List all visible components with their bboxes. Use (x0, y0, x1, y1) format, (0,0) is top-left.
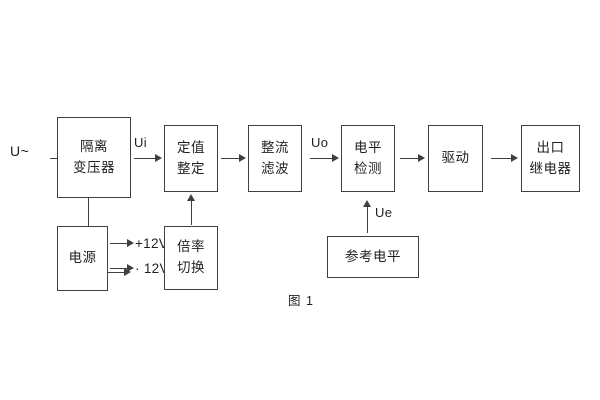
signal-label-uo: Uo (311, 135, 329, 150)
rail-positive-label: +12V (135, 236, 169, 251)
arrowhead-drive-to-relay (511, 154, 518, 162)
block-rectify-filter-line2: 滤波 (261, 160, 289, 176)
arrowhead-transformer-to-setting (155, 154, 162, 162)
link-setting-to-rectify (221, 158, 239, 159)
link-transformer-to-setting (134, 158, 155, 159)
arrowhead-rail-negative (127, 264, 134, 272)
block-level-detect: 电平 检测 (341, 125, 395, 192)
arrowhead-level-to-drive (418, 154, 425, 162)
block-power-supply-line1: 电源 (68, 250, 97, 266)
block-level-detect-line2: 检测 (354, 160, 382, 176)
rail-negative-line (110, 268, 127, 269)
arrowhead-setting-to-rectify (239, 154, 246, 162)
signal-label-ue: Ue (375, 205, 393, 220)
link-drive-to-relay (491, 158, 511, 159)
link-rectify-to-level (310, 158, 332, 159)
block-reference-level: 参考电平 (327, 236, 419, 278)
block-multiplier-switch-line1: 倍率 (177, 239, 205, 255)
block-setting-value-line1: 定值 (177, 139, 205, 155)
block-drive: 驱动 (428, 125, 483, 192)
block-isolation-transformer: 隔离 变压器 (57, 117, 131, 198)
arrowhead-rectify-to-level (332, 154, 339, 162)
block-output-relay: 出口 继电器 (521, 125, 580, 192)
input-bus-trunk (88, 158, 89, 272)
block-output-relay-line1: 出口 (536, 139, 565, 155)
link-reference-to-level-detect (367, 207, 368, 233)
link-level-to-drive (400, 158, 418, 159)
link-multiplier-to-setting (191, 201, 192, 225)
block-setting-value-line2: 整定 (177, 160, 205, 176)
input-source-label: U~ (10, 143, 30, 159)
rail-negative-label: · 12V (135, 261, 169, 276)
figure-caption: 图 1 (288, 294, 314, 308)
block-isolation-transformer-line1: 隔离 (80, 138, 108, 154)
arrowhead-rail-positive (127, 239, 134, 247)
rail-positive-line (110, 243, 127, 244)
block-level-detect-line1: 电平 (354, 139, 382, 155)
block-setting-value: 定值 整定 (164, 125, 218, 192)
block-rectify-filter: 整流 滤波 (248, 125, 302, 192)
arrowhead-reference-to-level-detect (363, 200, 371, 207)
block-rectify-filter-line1: 整流 (261, 139, 289, 155)
block-multiplier-switch-line2: 切换 (177, 260, 205, 275)
block-power-supply: 电源 (57, 226, 108, 291)
block-multiplier-switch: 倍率 切换 (164, 226, 218, 290)
arrowhead-to-power-supply (124, 268, 131, 276)
block-reference-level-line1: 参考电平 (345, 248, 401, 264)
block-drive-line1: 驱动 (441, 150, 470, 166)
arrowhead-multiplier-to-setting (187, 194, 195, 201)
block-output-relay-line2: 继电器 (529, 160, 572, 176)
block-isolation-transformer-line2: 变压器 (73, 159, 115, 175)
signal-label-ui: Ui (134, 135, 147, 150)
